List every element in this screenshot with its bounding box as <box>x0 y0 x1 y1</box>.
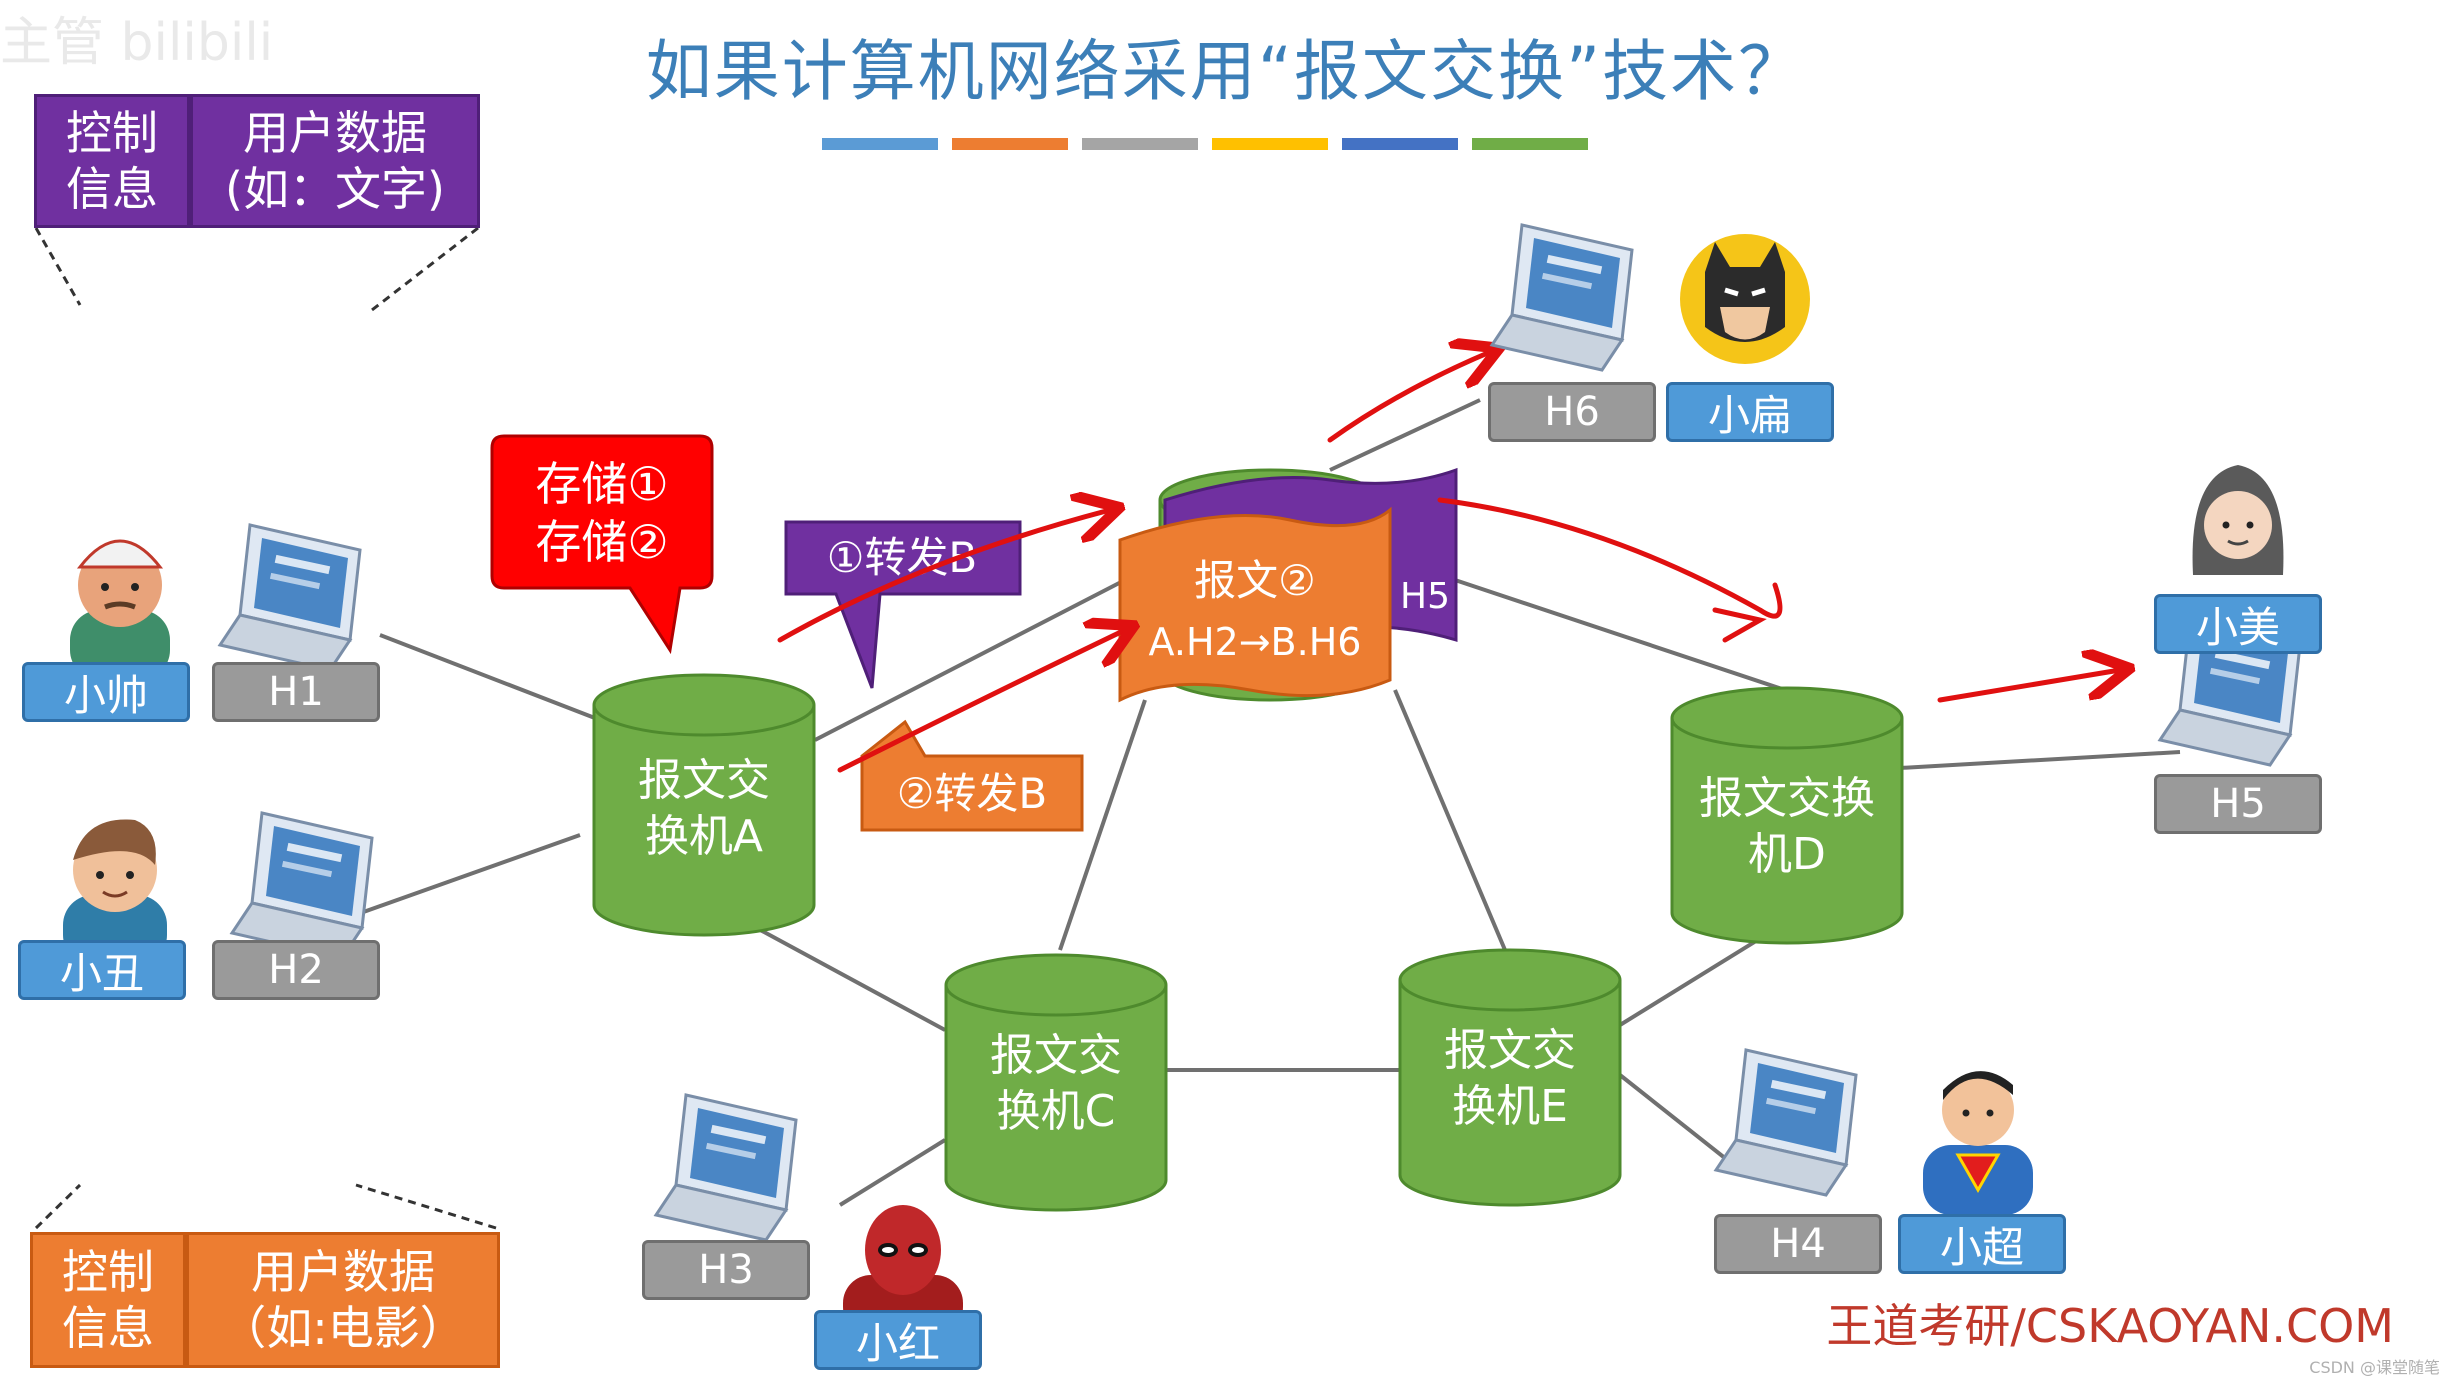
link-h1-a <box>379 633 601 722</box>
forward-2-callout: ②转发B <box>860 719 1084 832</box>
link-b-e <box>1393 689 1507 951</box>
link-a-b <box>814 578 1126 742</box>
link-c-h3 <box>838 1138 947 1207</box>
packet-bottom-data: 用户数据 （如:电影） <box>186 1232 500 1368</box>
red-arrow-4 <box>1437 497 1783 619</box>
avatar-xiaochao <box>1923 1071 2033 1215</box>
laptop-h1-icon <box>217 523 362 672</box>
color-bar-segment <box>1342 138 1458 150</box>
footer-brand: 王道考研/CSKAOYAN.COM <box>1826 1299 2394 1353</box>
color-bar-segment <box>1212 138 1328 150</box>
laptop-h3-icon <box>653 1093 798 1242</box>
message-1-label: H5 <box>1400 576 1450 617</box>
link-b-c <box>1058 699 1147 951</box>
host-label-h5: H5 <box>2154 774 2322 834</box>
red-arrow-2 <box>837 630 1125 773</box>
laptops <box>217 223 2302 1242</box>
red-arrow-3 <box>1327 352 1490 443</box>
host-label-h2: H2 <box>212 940 380 1000</box>
red-arrows <box>777 352 2120 773</box>
packet-bottom-control: 控制 信息 <box>30 1232 186 1368</box>
user-label-xiaohong: 小红 <box>814 1310 982 1370</box>
switch-e: 报文交换机E <box>1398 948 1622 1207</box>
packet-top-connector <box>34 226 479 312</box>
avatar-xiaomei <box>2192 465 2284 575</box>
color-bar-segment <box>952 138 1068 150</box>
switch-a-label: 报文交换机A <box>638 755 770 862</box>
laptop-h4-icon <box>1713 1048 1858 1197</box>
red-arrow-1 <box>777 510 1110 643</box>
switch-d: 报文交换机D <box>1670 686 1904 945</box>
avatar-xiaobian <box>1680 234 1810 364</box>
network-links <box>354 398 2181 1207</box>
page-title: 如果计算机网络采用“报文交换”技术？ <box>645 33 1807 110</box>
message-2-banner: 报文② A.H2→B.H6 <box>1118 506 1392 703</box>
laptop-h6-icon <box>1489 223 1634 372</box>
message-2-route: A.H2→B.H6 <box>1149 620 1362 664</box>
host-label-h4: H4 <box>1714 1214 1882 1274</box>
color-bar-segment <box>822 138 938 150</box>
host-label-h6: H6 <box>1488 382 1656 442</box>
csdn-watermark: CSDN @课堂随笔 <box>2309 1358 2440 1377</box>
red-arrow-5 <box>1937 670 2120 703</box>
link-b-h6 <box>1329 398 1481 472</box>
switch-a: 报文交换机A <box>592 673 816 937</box>
switch-c-label: 报文交换机C <box>990 1030 1122 1137</box>
packet-top-data: 用户数据 (如：文字) <box>190 94 480 228</box>
user-label-xiaochao: 小超 <box>1898 1214 2066 1274</box>
user-label-xiaoshuai: 小帅 <box>22 662 190 722</box>
color-bar-segment <box>1472 138 1588 150</box>
host-label-h1: H1 <box>212 662 380 722</box>
user-label-xiaochou: 小丑 <box>18 940 186 1000</box>
switch-d-label: 报文交换机D <box>1699 773 1875 880</box>
laptop-h2-icon <box>229 811 374 960</box>
red-arrow-4-head <box>1712 607 1767 643</box>
host-label-h3: H3 <box>642 1240 810 1300</box>
avatar-xiaoshuai <box>70 539 170 680</box>
packet-top-control: 控制 信息 <box>34 94 190 228</box>
packet-bottom-connector <box>34 1183 497 1230</box>
watermark: 主管 bilibili <box>0 13 274 73</box>
switch-c: 报文交换机C <box>944 953 1168 1212</box>
switch-e-label: 报文交换机E <box>1444 1025 1576 1132</box>
message-2-title: 报文② <box>1194 556 1316 605</box>
link-e-h4 <box>1618 1073 1742 1172</box>
link-b-d <box>1454 578 1786 692</box>
user-label-xiaomei: 小美 <box>2154 594 2322 654</box>
color-bar-segment <box>1082 138 1198 150</box>
forward-2-text: ②转发B <box>897 769 1047 818</box>
link-d-h5 <box>1899 750 2181 770</box>
user-label-xiaobian: 小扁 <box>1666 382 1834 442</box>
link-h2-a <box>354 833 581 917</box>
